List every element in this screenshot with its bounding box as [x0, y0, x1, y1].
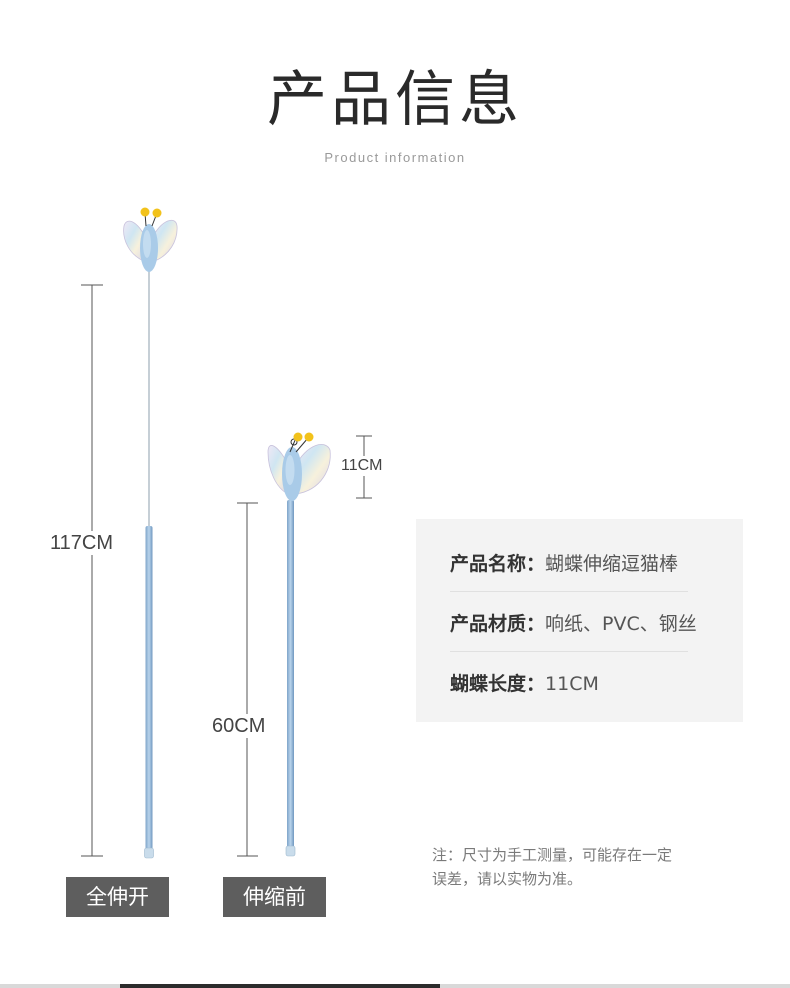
info-value: 蝴蝶伸缩逗猫棒	[545, 553, 679, 575]
butterfly-toy	[267, 432, 331, 501]
butterfly-size-label: 11CM	[341, 456, 383, 476]
butterfly-toy	[123, 207, 178, 272]
info-row-name: 产品名称：蝴蝶伸缩逗猫棒	[450, 552, 678, 576]
retracted-length-label: 60CM	[212, 714, 266, 738]
note-line: 误差，请以实物为准。	[432, 870, 583, 888]
info-divider	[450, 651, 688, 652]
page-subtitle: Product information	[324, 150, 466, 165]
note-line: 注：尺寸为手工测量，可能存在一定	[432, 846, 673, 864]
info-divider	[450, 591, 688, 592]
extended-state-label: 全伸开	[66, 877, 169, 917]
info-key: 产品材质：	[450, 613, 546, 635]
dimension-line-retracted	[237, 502, 258, 857]
info-row-butterfly-length: 蝴蝶长度：11CM	[450, 672, 599, 696]
antenna-ball-icon	[293, 432, 303, 442]
info-value: 响纸、PVC、钢丝	[545, 613, 697, 635]
product-info-panel: 产品名称：蝴蝶伸缩逗猫棒 产品材质：响纸、PVC、钢丝 蝴蝶长度：11CM	[416, 519, 743, 722]
antenna-ball-icon	[304, 432, 314, 442]
bottom-divider	[0, 984, 790, 988]
info-key: 蝴蝶长度：	[450, 673, 546, 695]
full-length-label: 117CM	[50, 531, 113, 555]
retracted-state-label: 伸缩前	[223, 877, 326, 917]
telescopic-rod	[287, 500, 294, 852]
info-value: 11CM	[545, 673, 599, 695]
telescopic-rod	[145, 526, 153, 852]
antenna-ball-icon	[152, 208, 162, 218]
info-row-material: 产品材质：响纸、PVC、钢丝	[450, 612, 697, 636]
rod-end-cap	[144, 847, 154, 859]
antenna-ball-icon	[140, 207, 150, 217]
extended-wand	[123, 207, 178, 859]
info-key: 产品名称：	[450, 553, 546, 575]
retracted-wand	[267, 432, 331, 857]
dimension-line-full	[81, 284, 103, 857]
measurement-note: 注：尺寸为手工测量，可能存在一定 误差，请以实物为准。	[432, 843, 732, 891]
rod-end-cap	[285, 845, 296, 857]
page-title: 产品信息	[267, 65, 523, 135]
bottom-divider-accent	[120, 984, 440, 988]
